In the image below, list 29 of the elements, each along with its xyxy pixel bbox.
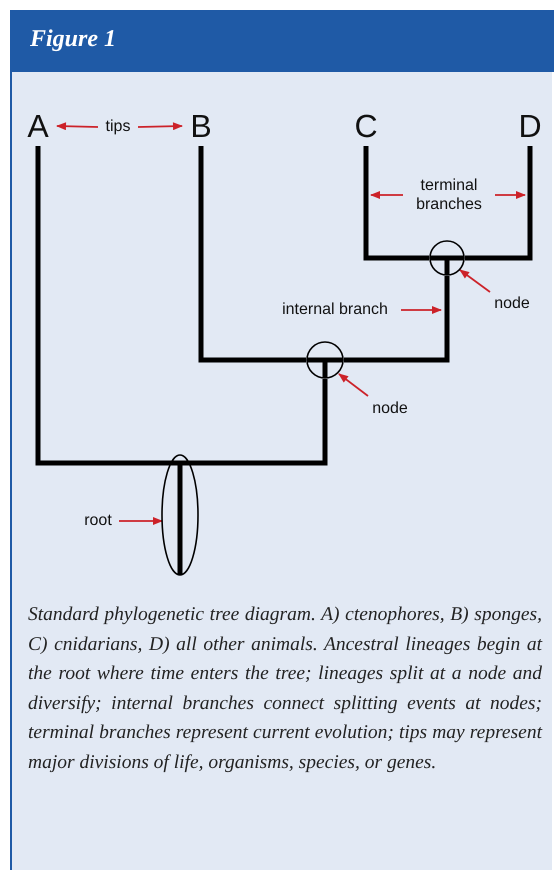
tree-branch — [344, 276, 450, 362]
tip-label: A — [21, 108, 55, 144]
leader-label: internal branch — [270, 299, 400, 321]
tree-branch — [198, 146, 306, 362]
leader-label: node — [490, 293, 534, 315]
leader-arrow — [459, 269, 491, 293]
leader-arrow — [56, 122, 98, 130]
leader-label: root — [78, 510, 118, 532]
leader-arrow — [495, 191, 526, 199]
leader-arrow — [138, 122, 183, 130]
leader-arrow — [401, 306, 442, 314]
leader-arrow — [338, 373, 369, 397]
tree-branch — [189, 379, 328, 466]
leader-label: terminal branches — [404, 173, 494, 217]
root-ellipse — [161, 454, 199, 576]
caption: Standard phylogenetic tree diagram. A) ctenophores, B) sponges, C) cnidarians, D) all other animals. Ancestral lineages begin at the root where time enters the tree; lineages split at a node and diversify; internal branches connect splitting events at nodes; terminal branches represent current evolution; tips may represent major divisions of life, organisms, species, or genes. — [28, 603, 542, 774]
tree-branch — [364, 146, 429, 260]
tree-branch — [465, 146, 532, 260]
leader-arrow — [119, 517, 163, 525]
tip-label: D — [513, 108, 547, 144]
leader-label: node — [368, 398, 412, 420]
tip-label: C — [349, 108, 383, 144]
leader-arrow — [370, 191, 403, 199]
leader-label: tips — [99, 116, 137, 138]
tip-label: B — [184, 108, 218, 144]
figure-title: Figure 1 — [30, 26, 116, 53]
tree-branch — [36, 146, 171, 466]
node-circle — [306, 341, 344, 379]
node-circle — [429, 240, 465, 276]
